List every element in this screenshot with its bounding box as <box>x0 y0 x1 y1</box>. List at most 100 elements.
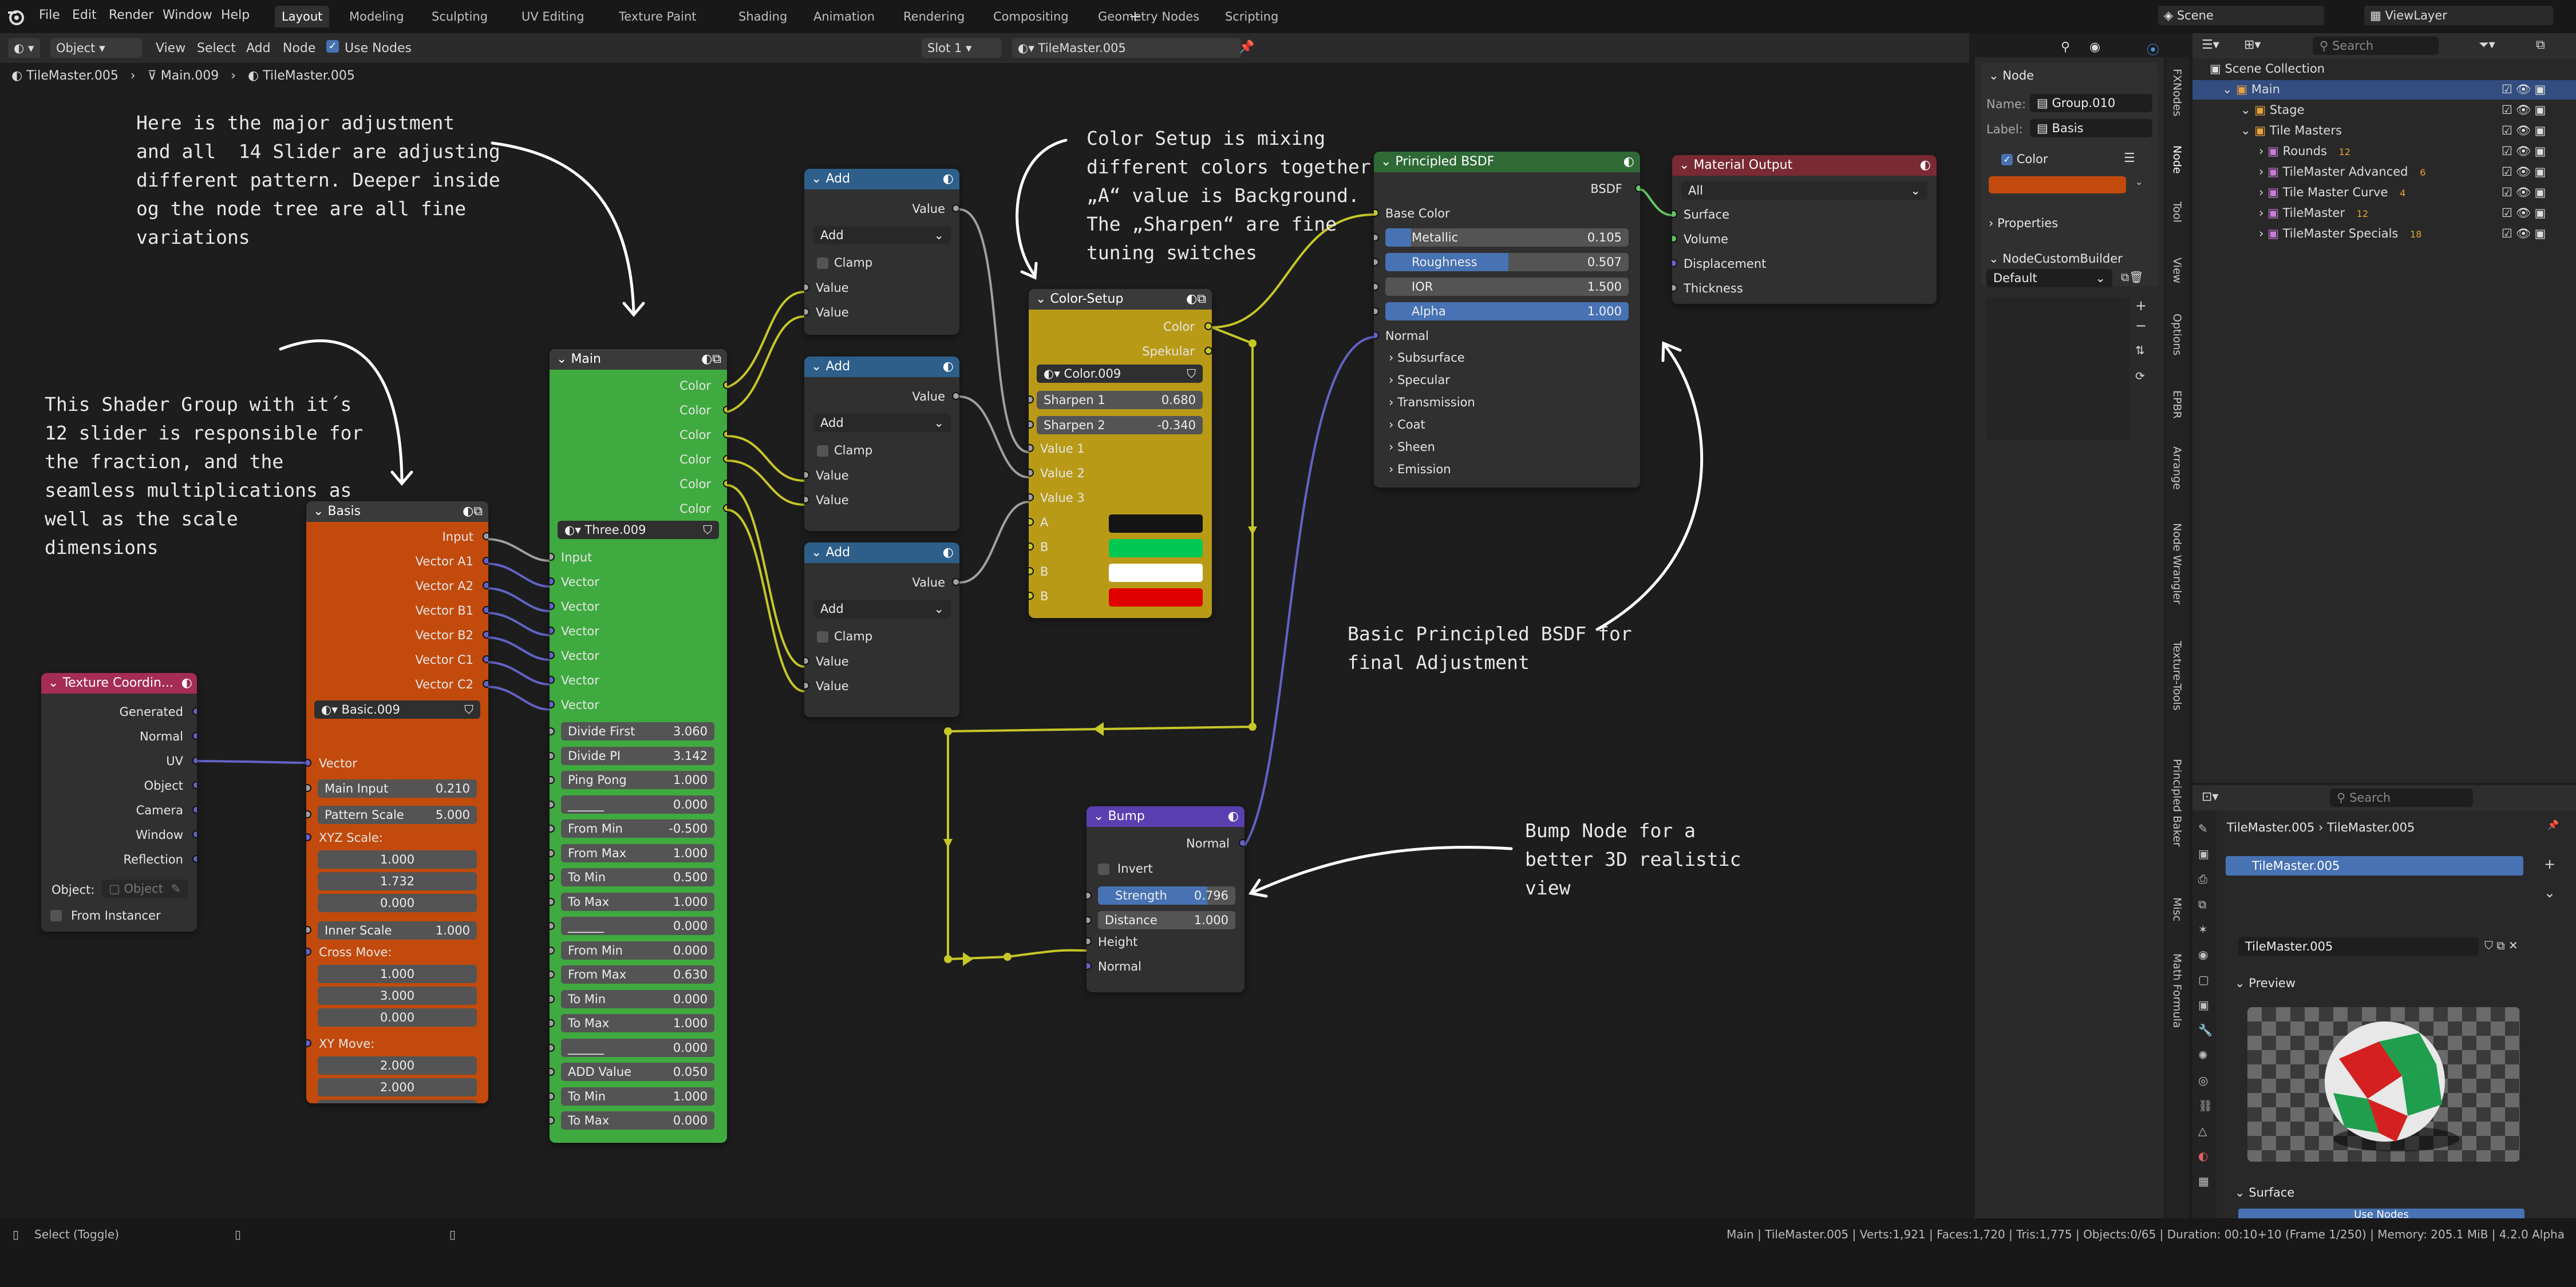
group-datablock[interactable]: ◐▾ Three.009⛉ <box>558 521 719 539</box>
tab-compositing[interactable]: Compositing <box>993 10 1069 23</box>
editor-type-button[interactable]: ◐ ▾ <box>8 38 40 58</box>
shield-icon[interactable]: ⛉ <box>464 703 473 716</box>
tab-epbr[interactable]: EPBR <box>2171 390 2183 419</box>
breadcrumb-item[interactable]: TileMaster.005 <box>263 69 355 83</box>
visibility-toggles[interactable]: ☑👁▣ <box>2502 206 2549 220</box>
clamp-checkbox[interactable] <box>817 258 828 269</box>
plus-icon[interactable]: + <box>2544 856 2556 872</box>
node-name-field[interactable]: ▤ Group.010 <box>2030 94 2152 112</box>
node-socket[interactable] <box>192 781 197 789</box>
node-socket[interactable] <box>483 606 488 614</box>
node-socket[interactable] <box>1672 235 1677 243</box>
menu-render[interactable]: Render <box>109 8 154 22</box>
node-color-swatch[interactable] <box>1989 176 2126 193</box>
checkbox-icon[interactable]: ☑ <box>2502 82 2516 96</box>
visibility-toggles[interactable]: ☑👁▣ <box>2502 227 2549 241</box>
node-socket[interactable] <box>804 657 809 665</box>
new-icon[interactable]: ⧉🗑 <box>2121 270 2144 284</box>
clamp-checkbox[interactable] <box>817 631 828 643</box>
node-socket[interactable] <box>550 651 555 659</box>
checkbox-icon[interactable]: ☑ <box>2502 124 2516 137</box>
node-socket[interactable] <box>550 751 555 760</box>
eye-icon[interactable]: 👁 <box>2515 227 2535 240</box>
color-swatch[interactable] <box>1109 514 1203 533</box>
camera-icon[interactable]: ▣ <box>2534 144 2550 158</box>
plus-icon[interactable]: + <box>2135 298 2147 314</box>
chevron-down-icon[interactable]: ⌄ <box>2544 885 2556 901</box>
ncb-list[interactable] <box>1986 298 2129 441</box>
properties-section[interactable]: › Properties <box>1989 216 2059 230</box>
eye-icon[interactable]: 👁 <box>2515 124 2535 137</box>
node-header[interactable]: ⌄ Color-Setup◐⧉ <box>1029 289 1212 310</box>
collapse-icon[interactable]: ⌄ <box>811 172 826 186</box>
node-socket[interactable] <box>550 602 555 610</box>
node-socket[interactable] <box>550 1068 555 1076</box>
output-tab-icon[interactable]: ⎙ <box>2198 872 2207 886</box>
menu-window[interactable]: Window <box>163 8 212 22</box>
scene-tab-icon[interactable]: ✶ <box>2198 922 2208 936</box>
blender-logo-icon[interactable] <box>7 7 26 26</box>
tab-texture-paint[interactable]: Texture Paint <box>619 10 697 23</box>
node-socket[interactable] <box>306 948 311 956</box>
visibility-toggles[interactable]: ☑👁▣ <box>2502 124 2549 138</box>
use-nodes-checkbox[interactable]: ✓ <box>326 40 339 53</box>
tab-geometry-nodes[interactable]: Geometry Nodes <box>1098 10 1200 23</box>
node-socket[interactable] <box>1204 347 1212 355</box>
node-socket[interactable] <box>952 204 959 212</box>
eye-icon[interactable]: 👁 <box>2515 165 2535 179</box>
node-socket[interactable] <box>192 830 197 838</box>
properties-search[interactable]: ⚲ Search <box>2330 789 2473 807</box>
sharpen-2-field[interactable]: Sharpen 2-0.340 <box>1037 416 1203 434</box>
object-type-dropdown[interactable]: Object ▾ <box>50 38 142 58</box>
camera-icon[interactable]: ▣ <box>2534 124 2550 137</box>
cross-move-field[interactable]: 0.000 <box>318 1008 477 1027</box>
operation-dropdown[interactable]: Add⌄ <box>813 226 951 244</box>
shield-icon[interactable]: ⛉ <box>1187 367 1196 381</box>
particles-tab-icon[interactable]: ✺ <box>2198 1048 2208 1062</box>
tab-options[interactable]: Options <box>2171 314 2183 356</box>
section-subsurface[interactable]: › Subsurface <box>1389 351 1465 365</box>
outliner-search[interactable]: ⚲ Search <box>2313 37 2439 55</box>
tab-node-wrangler[interactable]: Node Wrangler <box>2171 523 2183 604</box>
color-swatch[interactable] <box>1109 539 1203 557</box>
target-dropdown[interactable]: All⌄ <box>1681 181 1927 200</box>
node-socket[interactable] <box>1374 331 1379 339</box>
clamp-checkbox[interactable] <box>817 445 828 457</box>
slot-dropdown[interactable]: Slot 1 ▾ <box>922 38 1002 58</box>
node-socket[interactable] <box>1374 233 1379 241</box>
tab-principled-baker[interactable]: Principled Baker <box>2171 759 2183 847</box>
node-socket[interactable] <box>550 971 555 979</box>
node-socket[interactable] <box>550 676 555 684</box>
operation-dropdown[interactable]: Add⌄ <box>813 600 951 618</box>
scene-collection[interactable]: ▣ Scene Collection <box>2210 62 2325 76</box>
outliner-item[interactable]: › ▣ TileMaster Advanced 6 <box>2259 165 2425 179</box>
eye-icon[interactable]: 👁 <box>2515 185 2535 199</box>
node-socket[interactable] <box>1029 518 1034 526</box>
breadcrumb-item[interactable]: TileMaster.005 <box>26 69 118 83</box>
node-header[interactable]: ⌄ Add◐ <box>804 542 959 563</box>
cross-move-field[interactable]: 3.000 <box>318 987 477 1005</box>
node-header[interactable]: ⌄ Add◐ <box>804 169 959 189</box>
xy-move-field[interactable]: 0.000 <box>318 1100 477 1103</box>
section-sheen[interactable]: › Sheen <box>1389 440 1435 454</box>
node-socket[interactable] <box>1374 307 1379 315</box>
node-socket[interactable] <box>550 553 555 561</box>
material-tab-icon[interactable]: ◐ <box>2198 1149 2208 1163</box>
collapse-icon[interactable]: ⌄ <box>811 545 826 560</box>
minus-icon[interactable]: − <box>2135 318 2147 334</box>
tab-rendering[interactable]: Rendering <box>903 10 965 23</box>
